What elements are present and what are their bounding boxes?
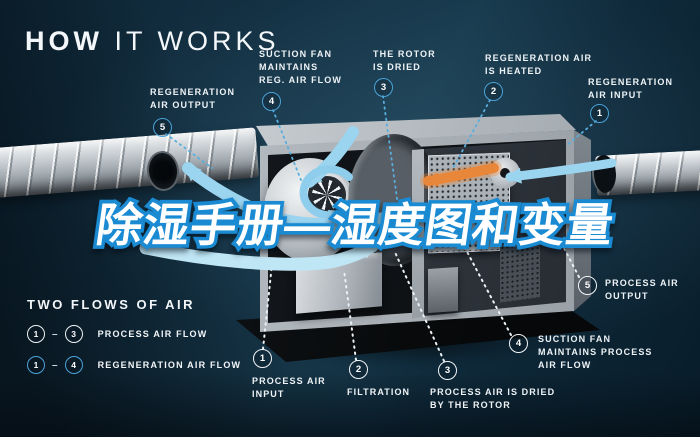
badge-proc-3: 3 [438,361,457,380]
badge-number: 2 [355,364,362,375]
legend-badge-from: 1 [27,325,45,343]
badge-reg-3: 3 [374,78,393,97]
legend-label: REGENERATION AIR FLOW [97,360,242,370]
callout-process-air-output: PROCESS AIR OUTPUT [605,278,679,302]
callout-process-air-dried: PROCESS AIR IS DRIED BY THE ROTOR [430,387,556,411]
legend-range-dash: – [52,359,58,371]
flow-arrow-process-input [139,239,379,271]
badge-number: 5 [159,122,166,133]
callout-filtration: FILTRATION [347,387,411,397]
leader-line-reg-5 [165,133,213,169]
badge-number: 1 [596,108,603,119]
watermark-text: 除湿手册—湿度图和变量 除湿手册—湿度图和变量 [89,196,620,255]
flange-hole [500,168,510,178]
flow-arrow-regeneration-output [182,162,418,230]
badge-reg-1: 1 [590,104,609,123]
badge-proc-4: 4 [509,334,528,353]
legend-badge-from: 1 [27,356,45,374]
leader-line-reg-1 [565,120,597,147]
leader-line-proc-4 [463,245,512,336]
legend-range-dash: – [52,328,58,340]
callout-rotor-dried: THE ROTOR IS DRIED [373,49,436,73]
flow-arrow-regeneration-input [505,158,617,184]
badge-number: 5 [584,280,591,291]
page-title: HOW IT WORKS [25,26,280,57]
leader-line-reg-2 [451,99,491,171]
badge-reg-4: 4 [262,92,281,111]
title-light: IT WORKS [114,26,280,56]
callout-suction-fan-process: SUCTION FAN MAINTAINS PROCESS AIR FLOW [538,334,653,371]
badge-number: 4 [515,338,522,349]
badge-number: 3 [444,365,451,376]
legend: TWO FLOWS OF AIR 1 – 3 PROCESS AIR FLOW … [27,297,241,374]
leader-line-reg-3 [382,95,399,207]
legend-row-regeneration: 1 – 4 REGENERATION AIR FLOW [27,356,241,374]
leader-line-proc-2 [343,269,357,361]
callout-suction-fan-reg: SUCTION FAN MAINTAINS REG. AIR FLOW [259,49,342,86]
badge-number: 1 [259,353,266,364]
flow-arrow-fan-swirl [299,165,353,225]
callout-reg-air-output: REGENERATION AIR OUTPUT [150,87,236,111]
badge-proc-2: 2 [349,360,368,379]
callout-reg-air-heated: REGENERATION AIR IS HEATED [485,53,593,77]
badge-reg-2: 2 [484,82,503,101]
leader-line-reg-4 [272,109,302,181]
badge-number: 4 [268,96,275,107]
badge-proc-1: 1 [253,349,272,368]
callout-reg-air-input: REGENERATION AIR INPUT [588,77,674,101]
title-bold: HOW [25,26,103,56]
leader-line-proc-1 [262,263,273,350]
badge-number: 2 [490,86,497,97]
legend-label: PROCESS AIR FLOW [97,329,208,339]
legend-badge-to: 4 [64,356,83,374]
badge-proc-5: 5 [578,276,597,295]
watermark-fill: 除湿手册—湿度图和变量 [92,199,618,251]
legend-row-process: 1 – 3 PROCESS AIR FLOW [27,325,241,343]
flow-arrow-heated-air [423,163,499,187]
badge-number: 3 [380,82,387,93]
badge-reg-5: 5 [153,118,172,137]
leader-line-proc-5 [563,247,580,278]
leader-line-proc-3 [393,249,445,362]
legend-badge-to: 3 [64,325,83,343]
callout-process-air-input: PROCESS AIR INPUT [252,376,326,400]
legend-title: TWO FLOWS OF AIR [27,297,196,312]
